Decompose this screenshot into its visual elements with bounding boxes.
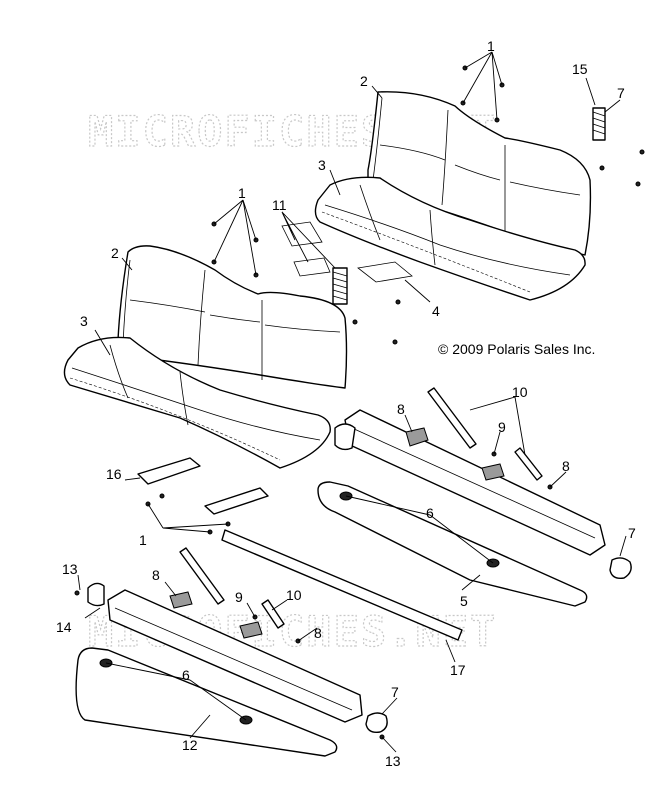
callout-12: 12 [182, 737, 198, 753]
rear-seat-cushion [314, 176, 586, 301]
callout-14: 14 [56, 619, 72, 635]
callout-4: 4 [432, 303, 440, 319]
callout-16: 16 [106, 466, 122, 482]
callout-5: 5 [460, 593, 468, 609]
callout-6-front: 6 [182, 667, 190, 683]
support-parts [137, 457, 463, 641]
front-seat-cushion [63, 336, 331, 469]
buckle-front-b [239, 621, 263, 639]
buckle-rear-a [405, 427, 429, 447]
callout-1-rear: 1 [487, 38, 495, 54]
latch-front [365, 712, 388, 734]
leader-lines [77, 51, 627, 753]
support-rod [221, 529, 463, 641]
callout-8-front-b: 8 [314, 625, 322, 641]
buckle-front-a [169, 591, 193, 609]
callout-1-front: 1 [238, 185, 246, 201]
rear-hinge-left [334, 423, 356, 451]
callout-15: 15 [572, 61, 588, 77]
callout-numbers: 1 1 1 2 2 3 3 4 5 6 6 7 7 7 8 8 8 8 9 9 … [56, 38, 636, 769]
latch-rear [609, 557, 632, 580]
callout-8-rear-a: 8 [397, 401, 405, 417]
callout-13-left: 13 [62, 561, 78, 577]
front-seat-base-frame [74, 547, 388, 757]
callout-9-front: 9 [235, 589, 243, 605]
callout-7-rear: 7 [628, 525, 636, 541]
callout-17: 17 [450, 662, 466, 678]
callout-2-rear: 2 [360, 73, 368, 89]
callout-13-right: 13 [385, 753, 401, 769]
front-seat-pan-loop [75, 647, 338, 757]
callout-7-spring: 7 [617, 85, 625, 101]
seat-pads [281, 221, 413, 283]
front-hinge-left [87, 582, 105, 607]
seat-hardware [211, 65, 645, 345]
callout-10-rear: 10 [512, 384, 528, 400]
callout-8-rear-b: 8 [562, 458, 570, 474]
callout-8-front-a: 8 [152, 567, 160, 583]
gas-strut-rear-b [514, 447, 543, 481]
callout-7-front: 7 [391, 684, 399, 700]
callout-3-front: 3 [80, 313, 88, 329]
support-bracket-a [137, 457, 201, 485]
gas-strut-rear-a [427, 387, 477, 449]
copyright-notice: © 2009 Polaris Sales Inc. [438, 341, 595, 357]
front-seat-assembly [63, 245, 348, 469]
callout-2-front: 2 [111, 245, 119, 261]
callout-9-rear: 9 [498, 419, 506, 435]
buckle-rear-b [481, 463, 505, 481]
support-bracket-b [204, 487, 269, 515]
front-frame-rail [107, 589, 363, 723]
callout-10-front: 10 [286, 587, 302, 603]
gas-strut-front-b [261, 599, 285, 629]
rear-seat-base-frame [317, 387, 632, 607]
rear-seat-assembly [314, 91, 592, 301]
rear-seat-pan-loop [317, 481, 588, 607]
callout-3-rear: 3 [318, 157, 326, 173]
callout-6-rear: 6 [426, 505, 434, 521]
callout-1-lower: 1 [139, 532, 147, 548]
callout-11: 11 [272, 197, 287, 213]
gas-strut-front-a [179, 547, 225, 605]
